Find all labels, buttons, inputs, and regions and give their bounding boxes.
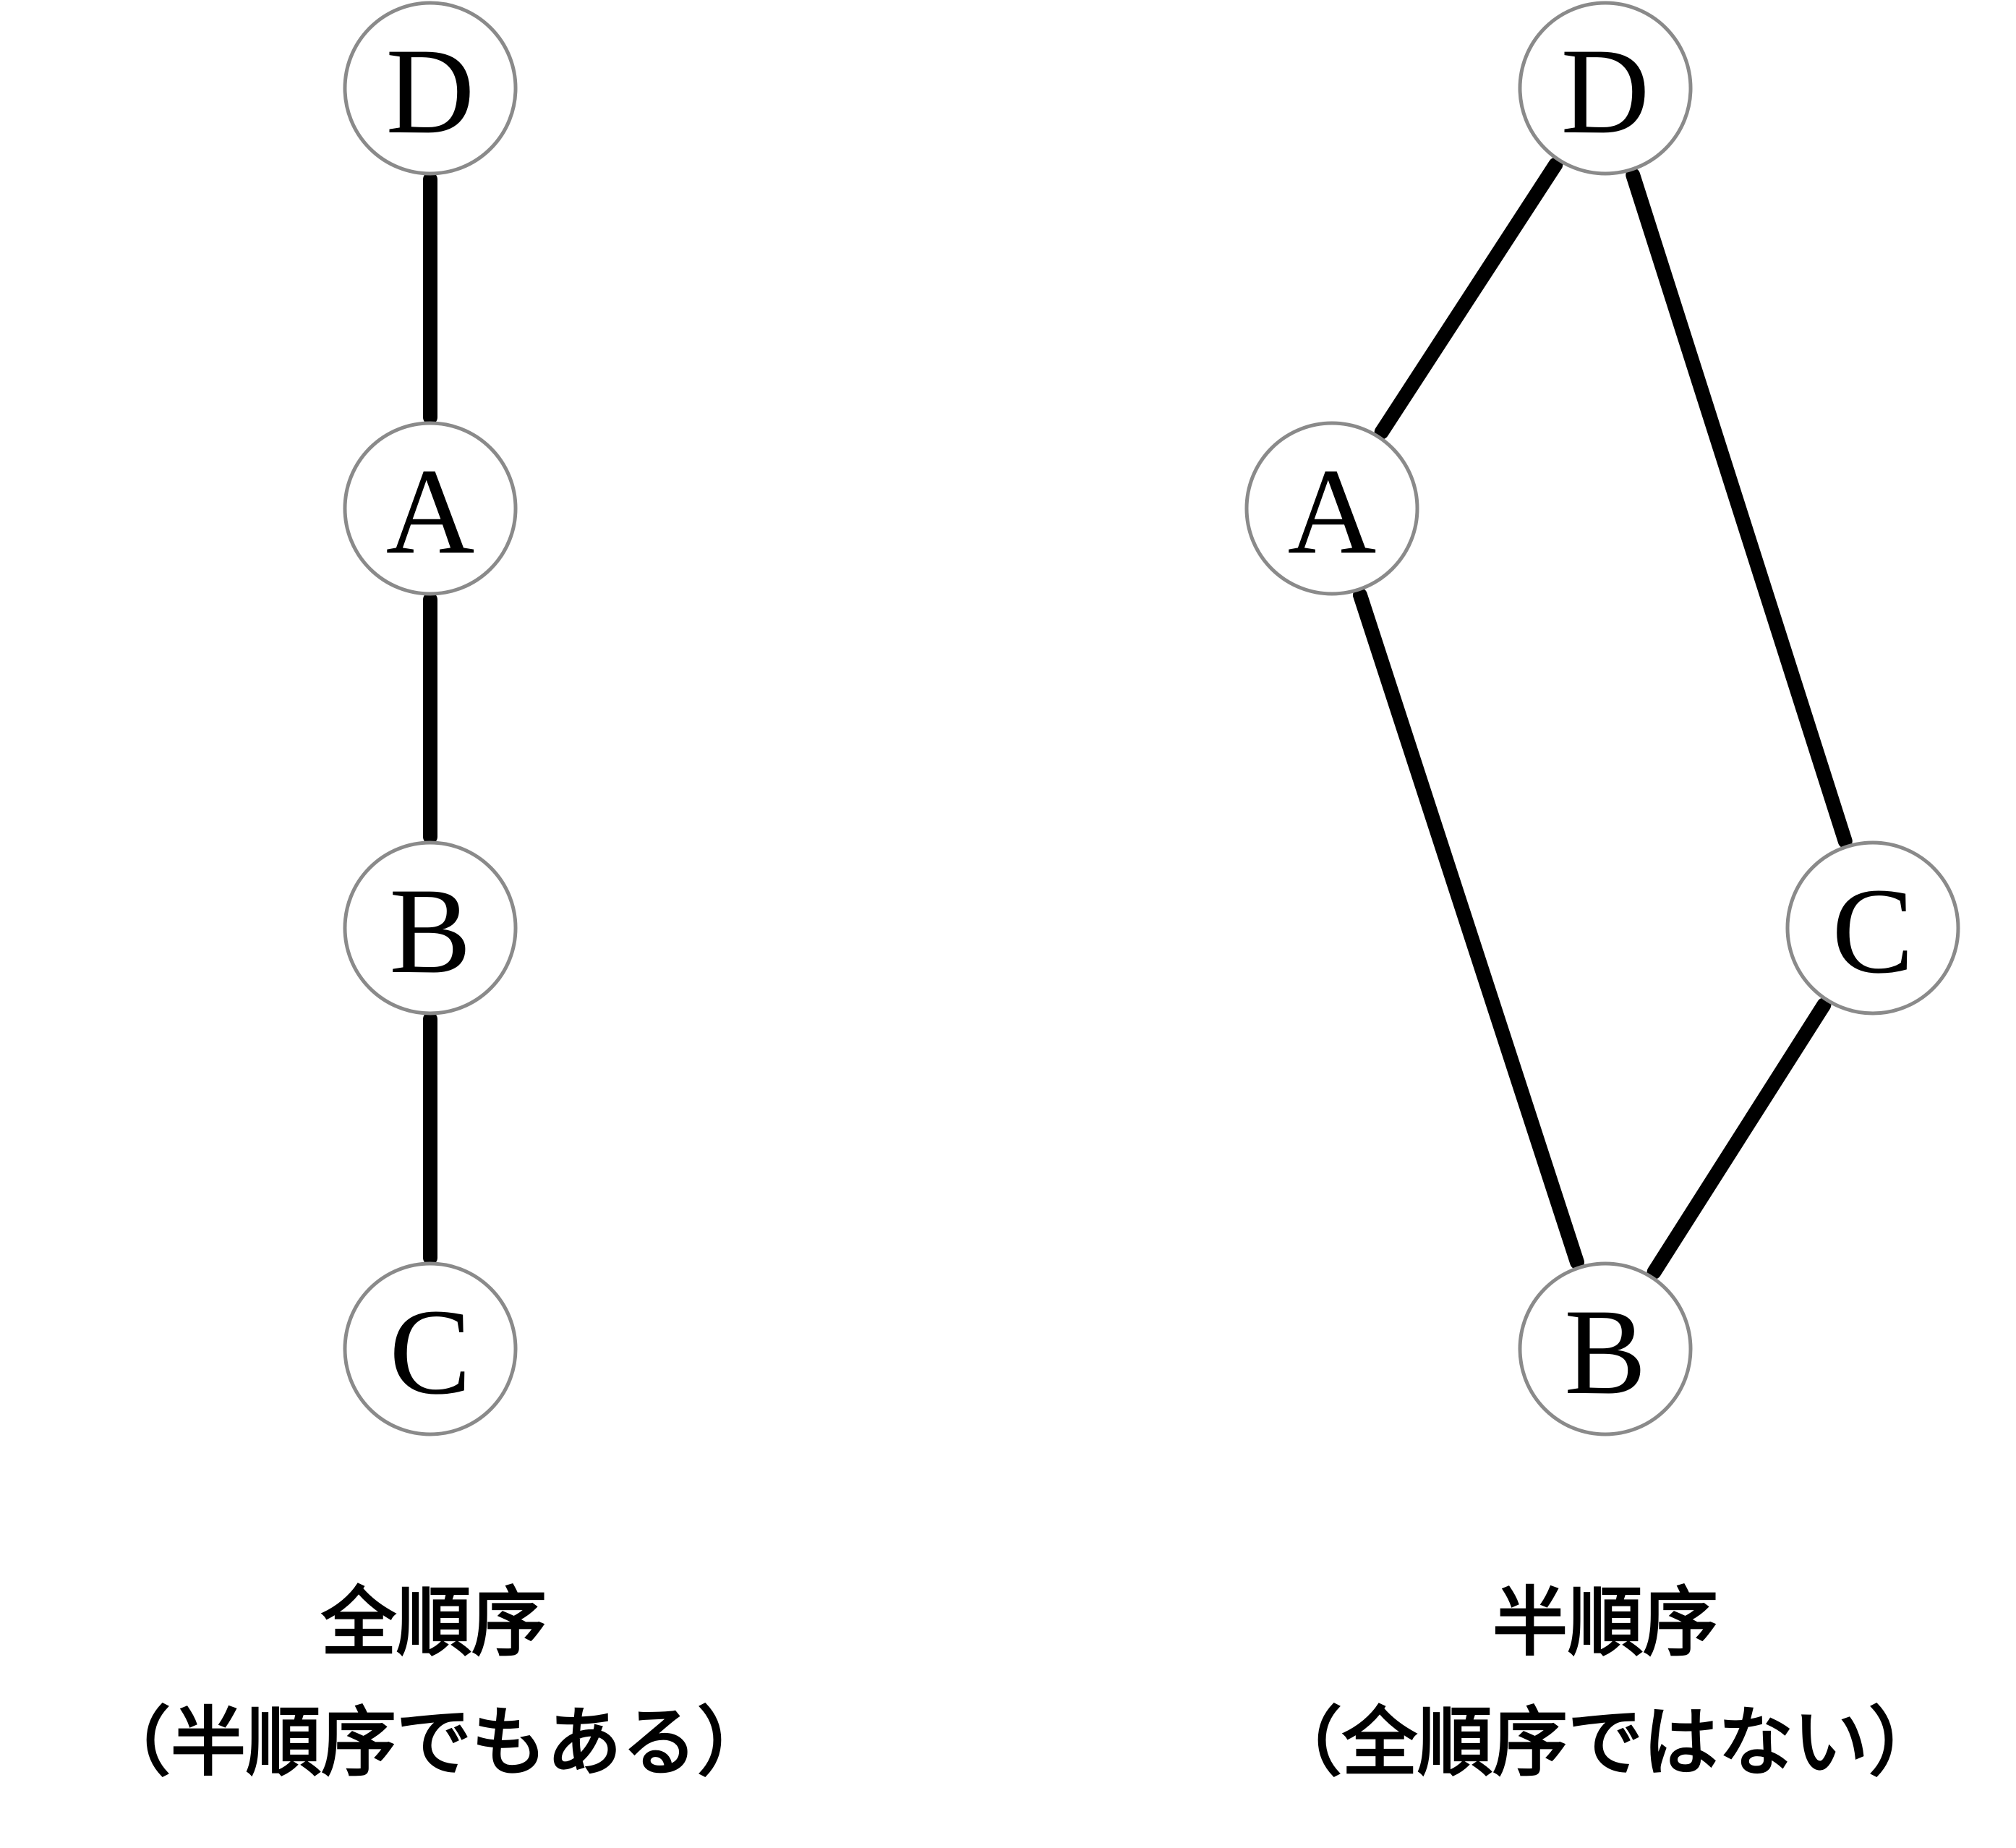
caption-note: （半順序でもある） [95,1698,772,1787]
node-B: B [1518,1261,1693,1436]
node-circle [1518,1261,1693,1436]
node-B: B [343,840,518,1015]
edge-D-A [1374,157,1563,440]
edge-A-B [1352,587,1585,1270]
node-circle [1518,1,1693,176]
node-circle [343,1261,518,1436]
node-circle [343,840,518,1015]
node-A: A [1244,421,1419,596]
node-label: B [389,863,471,999]
node-label: C [389,1284,471,1420]
node-D: D [1518,1,1693,176]
node-label: A [386,443,475,579]
caption-title: 全順序 [320,1578,547,1666]
caption-note: （全順序ではない） [1266,1698,1944,1787]
total-order-caption: 全順序 （半順序でもある） [14,1562,853,1803]
node-label: A [1288,443,1377,579]
node-A: A [343,421,518,596]
partial-order-caption: 半順序 （全順序ではない） [1186,1562,2016,1803]
node-circle [1785,840,1960,1015]
total-order-diagram: D A B C [343,1,518,1436]
node-circle [343,421,518,596]
node-label: D [1561,23,1650,159]
node-label: D [386,23,475,159]
edge-D-C [1626,168,1853,848]
caption-title: 半順序 [1492,1578,1718,1666]
node-C: C [343,1261,518,1436]
edge-C-B [1646,997,1832,1279]
node-label: B [1564,1284,1646,1420]
node-circle [1244,421,1419,596]
node-C: C [1785,840,1960,1015]
partial-order-diagram: D A C B [1244,1,1960,1436]
node-circle [343,1,518,176]
node-label: C [1832,863,1913,999]
node-D: D [343,1,518,176]
